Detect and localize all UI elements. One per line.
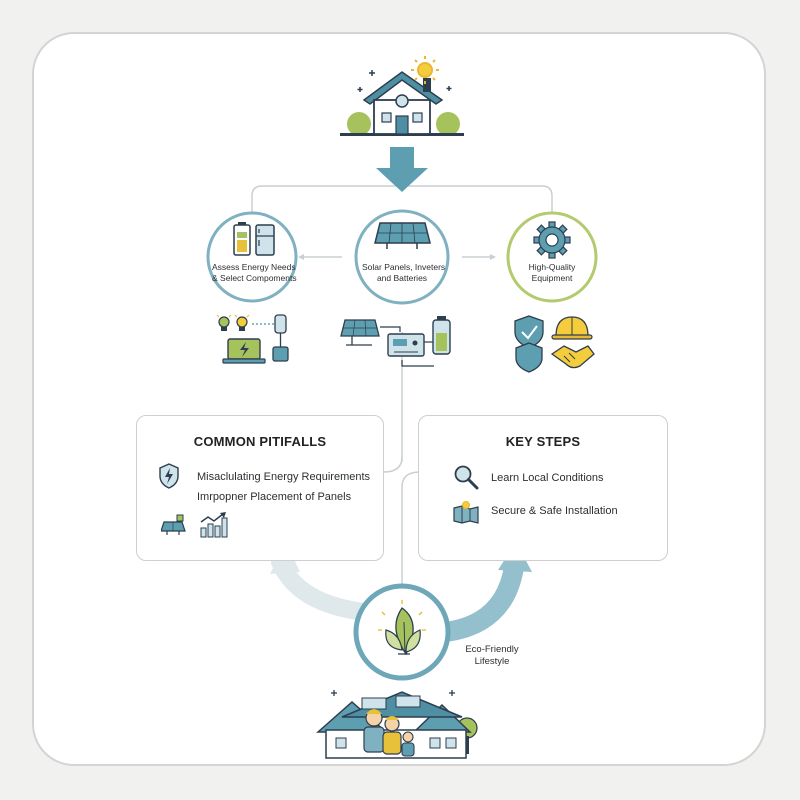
eco-label: Eco-Friendly Lifestyle	[452, 644, 532, 668]
solar-label: Solar Panels, Inveters and Batteries	[362, 262, 446, 284]
quality-circle	[506, 211, 598, 303]
hard-hat-icon	[551, 316, 593, 340]
person-adult-icon	[363, 709, 385, 753]
pitfall-item-1: Misaclulating Energy Requirements	[197, 471, 371, 483]
shield-icon	[515, 342, 543, 373]
sparkle-icon	[357, 70, 452, 92]
magnifier-icon	[453, 464, 479, 495]
battery-large-icon	[432, 316, 451, 355]
assess-label: Assess Energy Needs & Select Compoments	[212, 262, 297, 284]
family-house-icon	[316, 691, 478, 759]
solar-panel-mini-icon	[160, 514, 187, 541]
map-sun-icon	[453, 500, 479, 529]
solar-panel-icon	[374, 222, 431, 249]
plug-icon	[272, 314, 289, 362]
key-steps-title: KEY STEPS	[505, 434, 581, 449]
step-item-1: Learn Local Conditions	[491, 472, 604, 484]
sparkle-icon-2	[331, 690, 455, 696]
solar-label-line1: Solar Panels, Inveters	[362, 262, 446, 272]
laptop-icon	[222, 338, 266, 364]
bar-chart-up-icon	[199, 512, 229, 543]
gear-icon	[533, 221, 571, 259]
bulb-icon	[216, 314, 250, 331]
eco-label-line1: Eco-Friendly	[465, 644, 519, 655]
diagram-frame: Assess Energy Needs & Select Compoments …	[32, 32, 766, 766]
arrow-head-right	[490, 254, 496, 260]
inverter-icon	[387, 333, 425, 357]
solar-label-line2: and Batteries	[376, 273, 428, 283]
battery-icon	[233, 222, 251, 256]
fridge-icon	[255, 224, 275, 256]
pitfalls-title: COMMON PITIFALLS	[193, 434, 327, 449]
person-adult-icon-2	[382, 716, 402, 755]
step-item-2: Secure & Safe Installation	[491, 505, 618, 517]
pitfall-item-2: Imrpopner Placement of Panels	[197, 491, 352, 503]
assess-circle	[206, 211, 298, 303]
handshake-icon	[550, 345, 595, 369]
quality-label: High-Quality Equipment	[512, 262, 592, 284]
assess-label-line2: & Select Compoments	[212, 273, 297, 283]
shield-bolt-icon	[159, 463, 179, 494]
down-arrow-icon	[376, 147, 428, 192]
solar-panel-small-icon	[340, 319, 380, 346]
diagram-canvas	[206, 56, 598, 759]
quality-label-line2: Equipment	[531, 273, 573, 283]
pitfalls-box: COMMON PITIFALLS Misaclulating Energy Re…	[136, 415, 384, 561]
person-child-icon	[401, 731, 415, 757]
leaf-icon	[385, 607, 421, 656]
eco-label-line2: Lifestyle	[474, 656, 510, 667]
arrow-head-left	[298, 254, 304, 260]
sun-icon	[411, 56, 439, 84]
house-icon	[340, 71, 464, 136]
solar-circle	[354, 209, 450, 305]
eco-circle	[353, 583, 451, 681]
assess-label-line1: Assess Energy Needs	[212, 262, 296, 272]
quality-label-line1: High-Quality	[528, 262, 576, 272]
key-steps-box: KEY STEPS Learn Local Conditions Secure …	[418, 415, 668, 561]
